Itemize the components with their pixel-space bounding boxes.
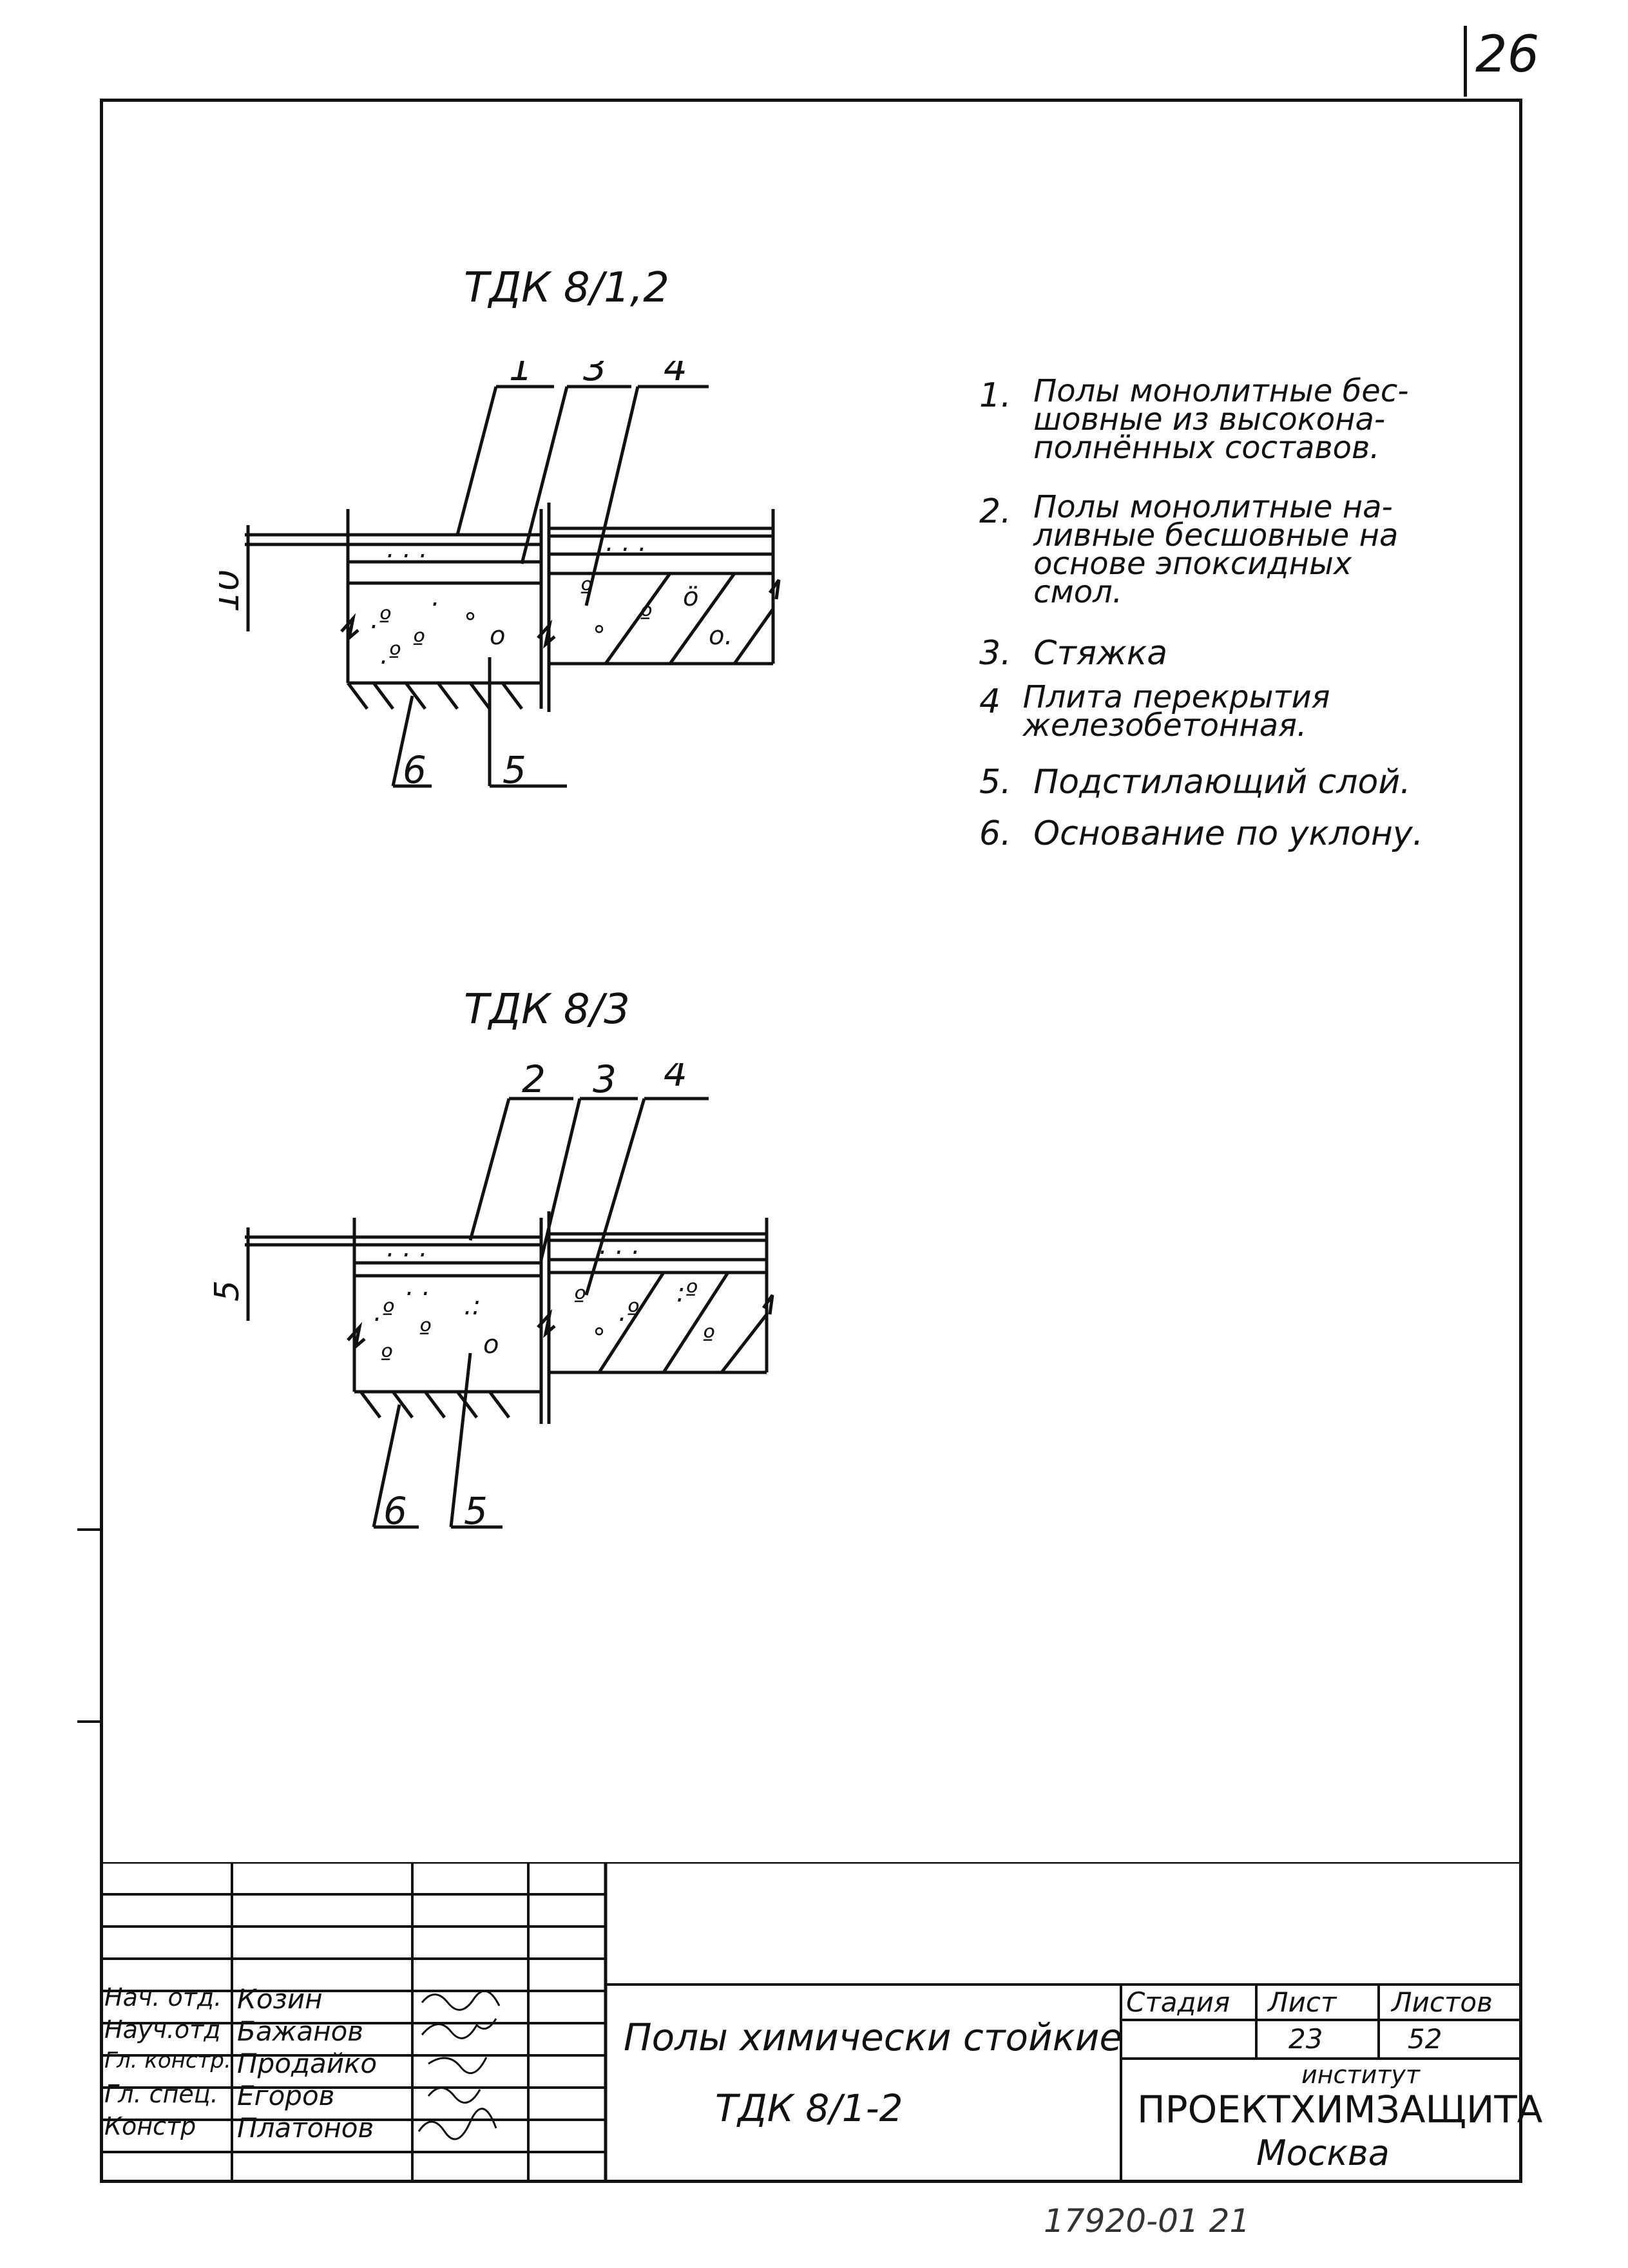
detail1-callout-5: 5 [503,748,526,792]
detail1-title: ТДК 8/1,2 [464,264,669,312]
svg-text:.: . [432,582,440,612]
binding-mark [77,1720,103,1723]
institute-label: институт [1301,2061,1421,2089]
sheet-label: Лист [1268,1986,1337,2018]
svg-text:°: ° [593,621,606,651]
svg-text:. . .: . . . [599,1231,640,1260]
tb-name: Продайко [237,2048,378,2079]
svg-text:.º: .º [618,1298,639,1327]
bottom-stamp: 17920-01 21 [1044,2202,1250,2240]
tb-role: Науч.отд [104,2015,221,2044]
tb-role: Гл. спец. [104,2080,218,2108]
detail1-callout-4: 4 [664,361,687,389]
detail2-callout-4: 4 [664,1063,687,1095]
sheet-value: 23 [1288,2023,1323,2055]
svg-text:o: o [483,1330,499,1360]
svg-text:º: º [580,576,592,606]
detail1-callout-3: 3 [583,361,607,389]
svg-text:o.: o. [709,621,733,651]
svg-text:º: º [419,1317,431,1347]
drawing-title: Полы химически стойкие [624,2015,1123,2059]
svg-text:.:: .: [464,1291,481,1321]
svg-text:º: º [380,1343,392,1372]
corner-sheet-number: 26 [1475,26,1540,84]
svg-text:.º: .º [370,605,391,635]
legend-item: 2. Полы монолитные на-ливные бесшовные н… [979,489,1399,610]
stage-label: Стадия [1126,1986,1231,2018]
binding-mark [77,1528,103,1531]
detail1-dimension: 10 [219,570,247,612]
detail2-callout-6: 6 [383,1489,407,1533]
svg-text:. . .: . . . [387,1233,428,1263]
legend-item: 6. Основание по уклону. [979,814,1424,853]
detail1-callout-1: 1 [509,361,533,389]
drawing-code: ТДК 8/1-2 [715,2086,903,2130]
tb-name: Платонов [237,2112,374,2144]
svg-text:o: o [490,621,505,651]
legend-item: 1. Полы монолитные бес-шовные из высокон… [979,373,1409,466]
legend-item: 5. Подстилающий слой. [979,763,1411,802]
detail2-callout-5: 5 [464,1489,488,1533]
svg-text:º: º [412,628,425,657]
signature-marks [417,1990,501,2140]
svg-text:°: ° [593,1323,606,1353]
detail2-title: ТДК 8/3 [464,986,630,1033]
svg-text:. . .: . . . [606,528,647,557]
svg-text:ö: ö [683,582,698,612]
svg-text:º: º [573,1285,586,1314]
tb-name: Егоров [237,2080,335,2111]
detail2-callout-3: 3 [593,1063,617,1101]
svg-text:.º: .º [380,640,401,670]
svg-text:.º: .º [374,1298,394,1327]
legend: 1. Полы монолитные бес-шовные из высокон… [979,373,1508,867]
svg-text::º: :º [676,1278,697,1308]
legend-item: 3. Стяжка [979,634,1168,673]
tb-role: Нач. отд. [104,1983,222,2012]
corner-divider [1464,26,1467,97]
svg-text:. . .: . . . [387,534,428,564]
svg-text:. .: . . [406,1272,430,1302]
tb-role: Гл. констр. [104,2048,231,2073]
drawing-frame [100,99,1522,2183]
title-block-grid [100,1862,1522,2183]
svg-text:°: ° [464,608,477,638]
sheets-value: 52 [1408,2023,1442,2055]
detail1-section-drawing: .ºº° .ºo. º.ºö °o. . . .. . . 1 3 4 6 5 … [219,361,781,792]
tb-name: Бажанов [237,2015,364,2047]
svg-text:º: º [702,1323,714,1353]
sheets-label: Листов [1392,1986,1493,2018]
svg-text:.º: .º [631,602,652,631]
tb-role: Констр [104,2112,196,2140]
detail2-dimension: 5 [213,1280,247,1302]
detail2-callout-2: 2 [522,1063,546,1101]
detail1-callout-6: 6 [403,748,426,792]
organization-name: ПРОЕКТХИМЗАЩИТА [1137,2088,1543,2131]
city: Москва [1256,2133,1390,2173]
tb-name: Козин [237,1983,323,2015]
